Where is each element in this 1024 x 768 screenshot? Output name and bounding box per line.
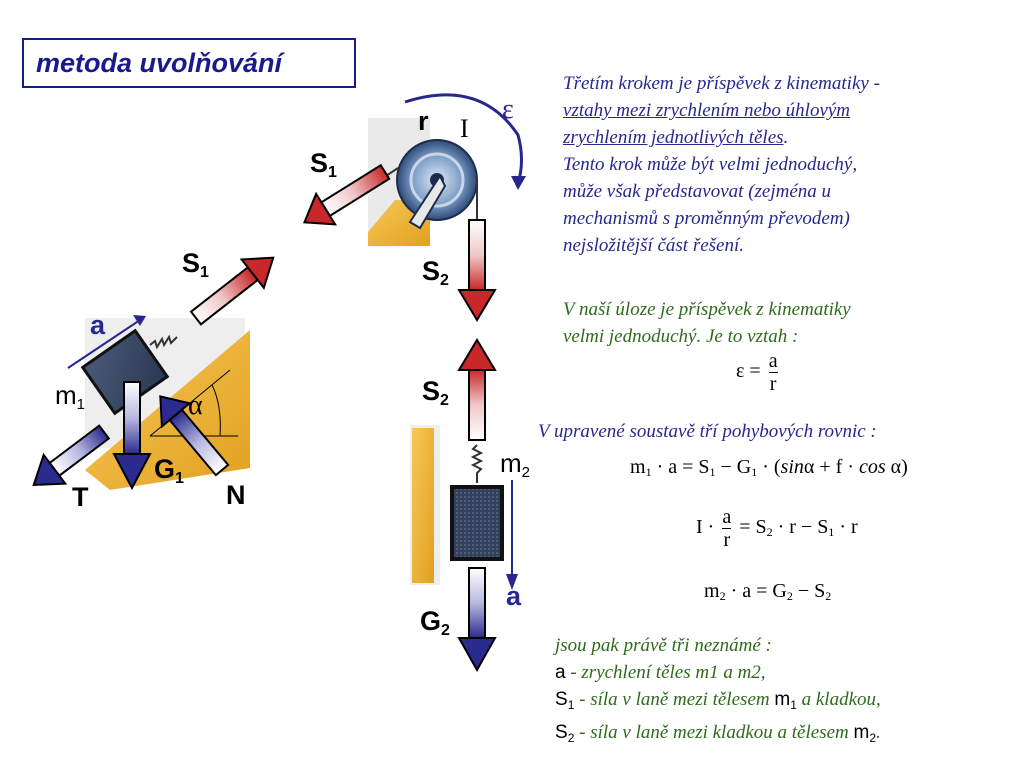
label-t: T xyxy=(72,482,89,512)
g2-arrow xyxy=(457,567,497,673)
label-s1-top: S1 xyxy=(310,148,337,181)
p4-unknown-s2: S2 - síla v laně mezi kladkou a tělesem … xyxy=(555,722,881,745)
paragraph-kinematics-simple: V naší úloze je příspěvek z kinematiky v… xyxy=(563,296,1013,350)
label-s1-mid: S1 xyxy=(182,248,209,281)
label-s2-mid: S2 xyxy=(422,376,449,409)
n-arrow xyxy=(159,395,230,477)
s2-mid-arrow xyxy=(457,338,497,441)
paragraph-unknowns: jsou pak právě tři neznámé : a - zrychle… xyxy=(555,632,1020,752)
label-n: N xyxy=(226,480,246,510)
p4-line1: jsou pak právě tři neznámé : xyxy=(555,635,772,656)
label-a-right: a xyxy=(506,581,522,611)
m2-spring xyxy=(470,444,484,483)
title-box: metoda uvolňování xyxy=(22,38,356,88)
p4-unknown-s1: S1 - síla v laně mezi tělesem m1 a kladk… xyxy=(555,689,881,712)
label-r: r xyxy=(418,106,429,136)
a-right-arrow xyxy=(506,480,518,590)
epsilon-arrowhead xyxy=(511,176,526,190)
g1-arrow xyxy=(112,381,152,491)
label-a-left: a xyxy=(90,310,106,340)
p4-unknown-a: a - zrychlení těles m1 a m2, xyxy=(555,662,766,683)
paragraph-kinematics-intro: Třetím krokem je příspěvek z kinematiky … xyxy=(563,70,1013,259)
p1-line2: vztahy mezi zrychlením nebo úhlovým xyxy=(563,100,851,121)
paragraph-system: V upravené soustavě tří pohybových rovni… xyxy=(538,421,877,442)
a-left-arrow xyxy=(67,315,146,369)
p1-line6: mechanismů s proměnným převodem) xyxy=(563,208,850,229)
m1-spring xyxy=(149,334,178,350)
equation-3: m2 · a = G2 − S2 xyxy=(704,580,832,603)
wall-ground xyxy=(410,425,440,585)
s2-top-arrow xyxy=(457,219,497,322)
label-epsilon: ε xyxy=(502,94,514,125)
label-g1: G1 xyxy=(154,454,184,487)
block-m2 xyxy=(450,485,504,561)
label-alpha: α xyxy=(188,390,203,421)
p1-line5: může však představovat (zejména u xyxy=(563,181,832,202)
label-i: I xyxy=(460,114,469,143)
p2-line1: V naší úloze je příspěvek z kinematiky xyxy=(563,299,851,320)
label-m1: m1 xyxy=(55,380,86,413)
p1-line3: zrychlením jednotlivých těles. xyxy=(563,127,789,148)
label-s2-top: S2 xyxy=(422,256,449,289)
t-arrow xyxy=(32,424,111,487)
p1-line4: Tento krok může být velmi jednoduchý, xyxy=(563,154,858,175)
block-m1 xyxy=(80,328,170,416)
p1-line7: nejsložitější část řešení. xyxy=(563,235,745,256)
label-m2: m2 xyxy=(500,448,531,481)
equation-1: m1 · a = S1 − G1 · (sinα + f · cos α) xyxy=(630,456,908,479)
p1-line1: Třetím krokem je příspěvek z kinematiky … xyxy=(563,73,880,94)
mechanism-diagram xyxy=(32,93,526,673)
s1-top-arrow xyxy=(302,163,391,226)
page-title: metoda uvolňování xyxy=(36,47,283,78)
epsilon-arc xyxy=(404,93,523,185)
p2-line2: velmi jednoduchý. Je to vztah : xyxy=(563,326,799,347)
pulley xyxy=(379,139,478,230)
label-g2: G2 xyxy=(420,606,450,639)
s1-mid-arrow xyxy=(189,256,275,326)
